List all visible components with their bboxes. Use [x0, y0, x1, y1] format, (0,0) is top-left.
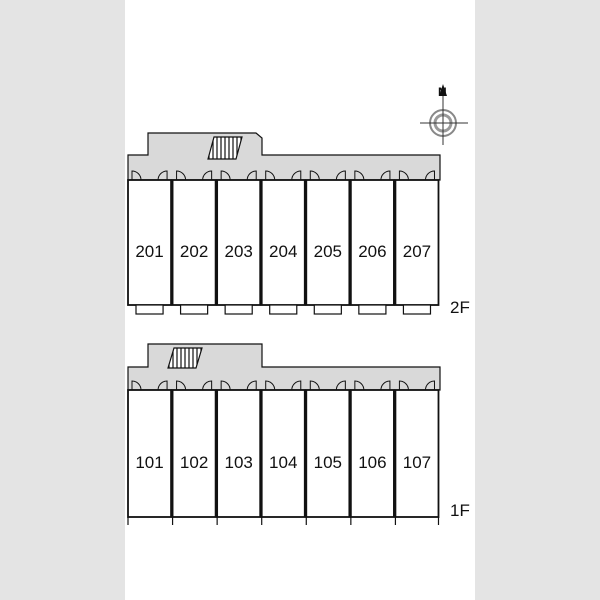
corridor-2F: [127, 132, 441, 181]
door-icon: [220, 380, 231, 391]
unit-label-106: 106: [358, 453, 386, 472]
balcony-202: [179, 304, 209, 315]
north-arrow-icon: [439, 84, 447, 96]
unit-202: [171, 179, 217, 306]
unit-104: [260, 389, 306, 518]
door-icon: [309, 170, 320, 181]
floor-label-2F: 2F: [450, 298, 470, 317]
unit-label-107: 107: [403, 453, 431, 472]
floor-2F: 201 202 203 204 205 206 207 2F: [127, 132, 470, 317]
door-icon: [220, 170, 231, 181]
balcony-201: [135, 304, 164, 315]
door-icon: [380, 380, 391, 391]
door-icon: [354, 170, 365, 181]
door-icon: [424, 380, 435, 391]
unit-203: [216, 179, 262, 306]
door-icon: [424, 170, 435, 181]
door-icon: [398, 170, 409, 181]
door-icon: [202, 380, 213, 391]
door-icon: [265, 380, 276, 391]
balcony-205: [313, 304, 342, 315]
unit-label-205: 205: [314, 242, 342, 261]
door-icon: [354, 380, 365, 391]
unit-201: [127, 179, 172, 306]
unit-106: [349, 389, 395, 518]
unit-label-201: 201: [135, 242, 163, 261]
unit-207: [394, 179, 440, 306]
floor-label-1F: 1F: [450, 501, 470, 520]
door-icon: [309, 380, 320, 391]
door-icon: [398, 380, 409, 391]
stairs-icon: [207, 136, 243, 160]
compass-north-label: N: [438, 85, 447, 99]
door-icon: [291, 170, 302, 181]
balcony-203: [224, 304, 253, 315]
stairs-icon: [167, 347, 203, 369]
door-icon: [246, 170, 257, 181]
unit-205: [305, 179, 351, 306]
unit-label-103: 103: [224, 453, 252, 472]
unit-101: [127, 389, 172, 518]
unit-label-204: 204: [269, 242, 297, 261]
door-icon: [265, 170, 276, 181]
floor-1F: 101 102 103 104 105 106 107 1F: [127, 343, 470, 525]
unit-206: [349, 179, 395, 306]
unit-105: [305, 389, 351, 518]
door-icon: [176, 380, 187, 391]
door-icon: [176, 170, 187, 181]
unit-107: [394, 389, 440, 518]
unit-103: [216, 389, 262, 518]
corridor-1F: [127, 343, 441, 391]
door-icon: [131, 380, 142, 391]
unit-label-101: 101: [135, 453, 163, 472]
door-icon: [157, 170, 168, 181]
balcony-204: [269, 304, 298, 315]
unit-label-102: 102: [180, 453, 208, 472]
door-icon: [335, 380, 346, 391]
door-icon: [291, 380, 302, 391]
door-icon: [380, 170, 391, 181]
unit-label-104: 104: [269, 453, 297, 472]
door-icon: [131, 170, 142, 181]
balcony-207: [402, 304, 432, 315]
unit-label-105: 105: [314, 453, 342, 472]
unit-label-203: 203: [224, 242, 252, 261]
unit-label-207: 207: [403, 242, 431, 261]
door-icon: [157, 380, 168, 391]
door-icon: [202, 170, 213, 181]
unit-label-206: 206: [358, 242, 386, 261]
unit-102: [171, 389, 217, 518]
balcony-206: [358, 304, 387, 315]
door-icon: [335, 170, 346, 181]
unit-label-202: 202: [180, 242, 208, 261]
door-icon: [246, 380, 257, 391]
compass: N: [420, 84, 468, 145]
